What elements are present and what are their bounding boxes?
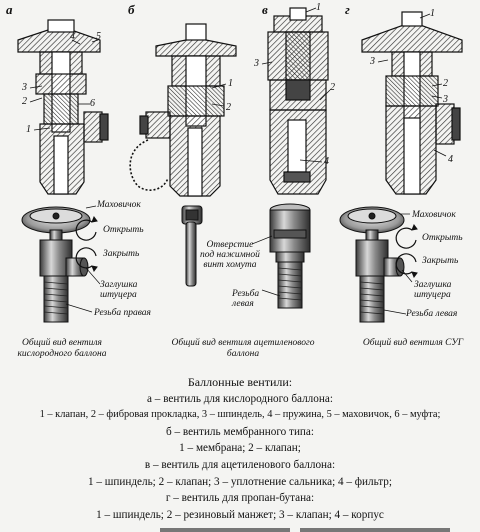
- acetylene-hole-label: Отверстие под нажимной винт хомута: [200, 240, 260, 270]
- section-v-drawing: [261, 7, 331, 195]
- legend-a-title: а – вентиль для кислородного баллона:: [147, 392, 333, 405]
- legend-g-title: г – вентиль для пропан-бутана:: [165, 492, 315, 505]
- callout-g-2: 2: [443, 78, 448, 89]
- legend-v-parts: 1 – шпиндель; 2 – клапан; 3 – уплотнение…: [87, 475, 392, 488]
- legend-b-parts: 1 – мембрана; 2 – клапан;: [179, 442, 301, 455]
- legend-g-parts: 1 – шпиндель; 2 – резиновый манжет; 3 – …: [96, 508, 384, 521]
- lpg-handwheel-label: Маховичок: [412, 210, 456, 220]
- legend: Баллонные вентили: а – вентиль для кисло…: [0, 374, 480, 523]
- lpg-open-label: Открыть: [422, 233, 463, 243]
- section-g-drawing: [361, 11, 463, 195]
- callout-v-2: 2: [330, 82, 335, 93]
- figure-letter-v: в: [262, 2, 268, 17]
- legend-heading: Баллонные вентили:: [187, 375, 293, 389]
- legend-b-title: б – вентиль мембранного типа:: [166, 425, 314, 438]
- callout-a-6: 6: [90, 98, 95, 109]
- lpg-plug-label: Заглушка штуцера: [414, 280, 452, 300]
- oxygen-open-label: Открыть: [103, 225, 144, 235]
- callout-a-2: 2: [22, 96, 27, 107]
- callout-g-3: 3: [370, 56, 375, 67]
- oxygen-thread-label: Резьба правая: [94, 308, 151, 318]
- callout-g-3b: 3: [443, 94, 448, 105]
- callout-a-3: 3: [22, 82, 27, 93]
- callout-b-1: 1: [228, 78, 233, 89]
- callout-a-4: 4: [70, 31, 75, 42]
- acetylene-thread-label: Резьба левая: [232, 289, 260, 309]
- callout-a-5: 5: [96, 31, 101, 42]
- oxygen-plug-label: Заглушка штуцера: [100, 280, 138, 300]
- section-b-drawing: [129, 23, 237, 197]
- acetylene-valve-exterior: [181, 203, 311, 309]
- callout-b-2: 2: [226, 102, 231, 113]
- figure-letter-b: б: [128, 2, 135, 17]
- callout-v-4: 4: [324, 156, 329, 167]
- oxygen-caption: Общий вид вентиля кислородного баллона: [17, 338, 107, 359]
- lpg-valve-exterior: [339, 206, 418, 323]
- callout-g-4: 4: [448, 154, 453, 165]
- legend-a-parts: 1 – клапан, 2 – фибровая прокладка, 3 – …: [39, 409, 441, 421]
- callout-g-1: 1: [430, 8, 435, 19]
- callout-v-3: 3: [254, 58, 259, 69]
- valve-figures: [17, 7, 463, 323]
- section-a-drawing: [17, 19, 109, 195]
- cropped-text-fragment: [160, 528, 450, 532]
- oxygen-handwheel-label: Маховичок: [97, 200, 141, 210]
- oxygen-close-label: Закрыть: [103, 249, 140, 259]
- callout-v-1: 1: [316, 2, 321, 13]
- legend-v-title: в – вентиль для ацетиленового баллона:: [144, 458, 336, 471]
- figure-letter-a: а: [6, 2, 13, 17]
- lpg-caption: Общий вид вентиля СУГ: [362, 338, 464, 348]
- lpg-close-label: Закрыть: [422, 256, 459, 266]
- acetylene-caption: Общий вид вентиля ацетиленового баллона: [171, 338, 315, 359]
- figure-letter-g: г: [345, 2, 350, 17]
- oxygen-valve-exterior: [21, 205, 101, 323]
- callout-a-1: 1: [26, 124, 31, 135]
- lpg-thread-label: Резьба левая: [406, 309, 458, 319]
